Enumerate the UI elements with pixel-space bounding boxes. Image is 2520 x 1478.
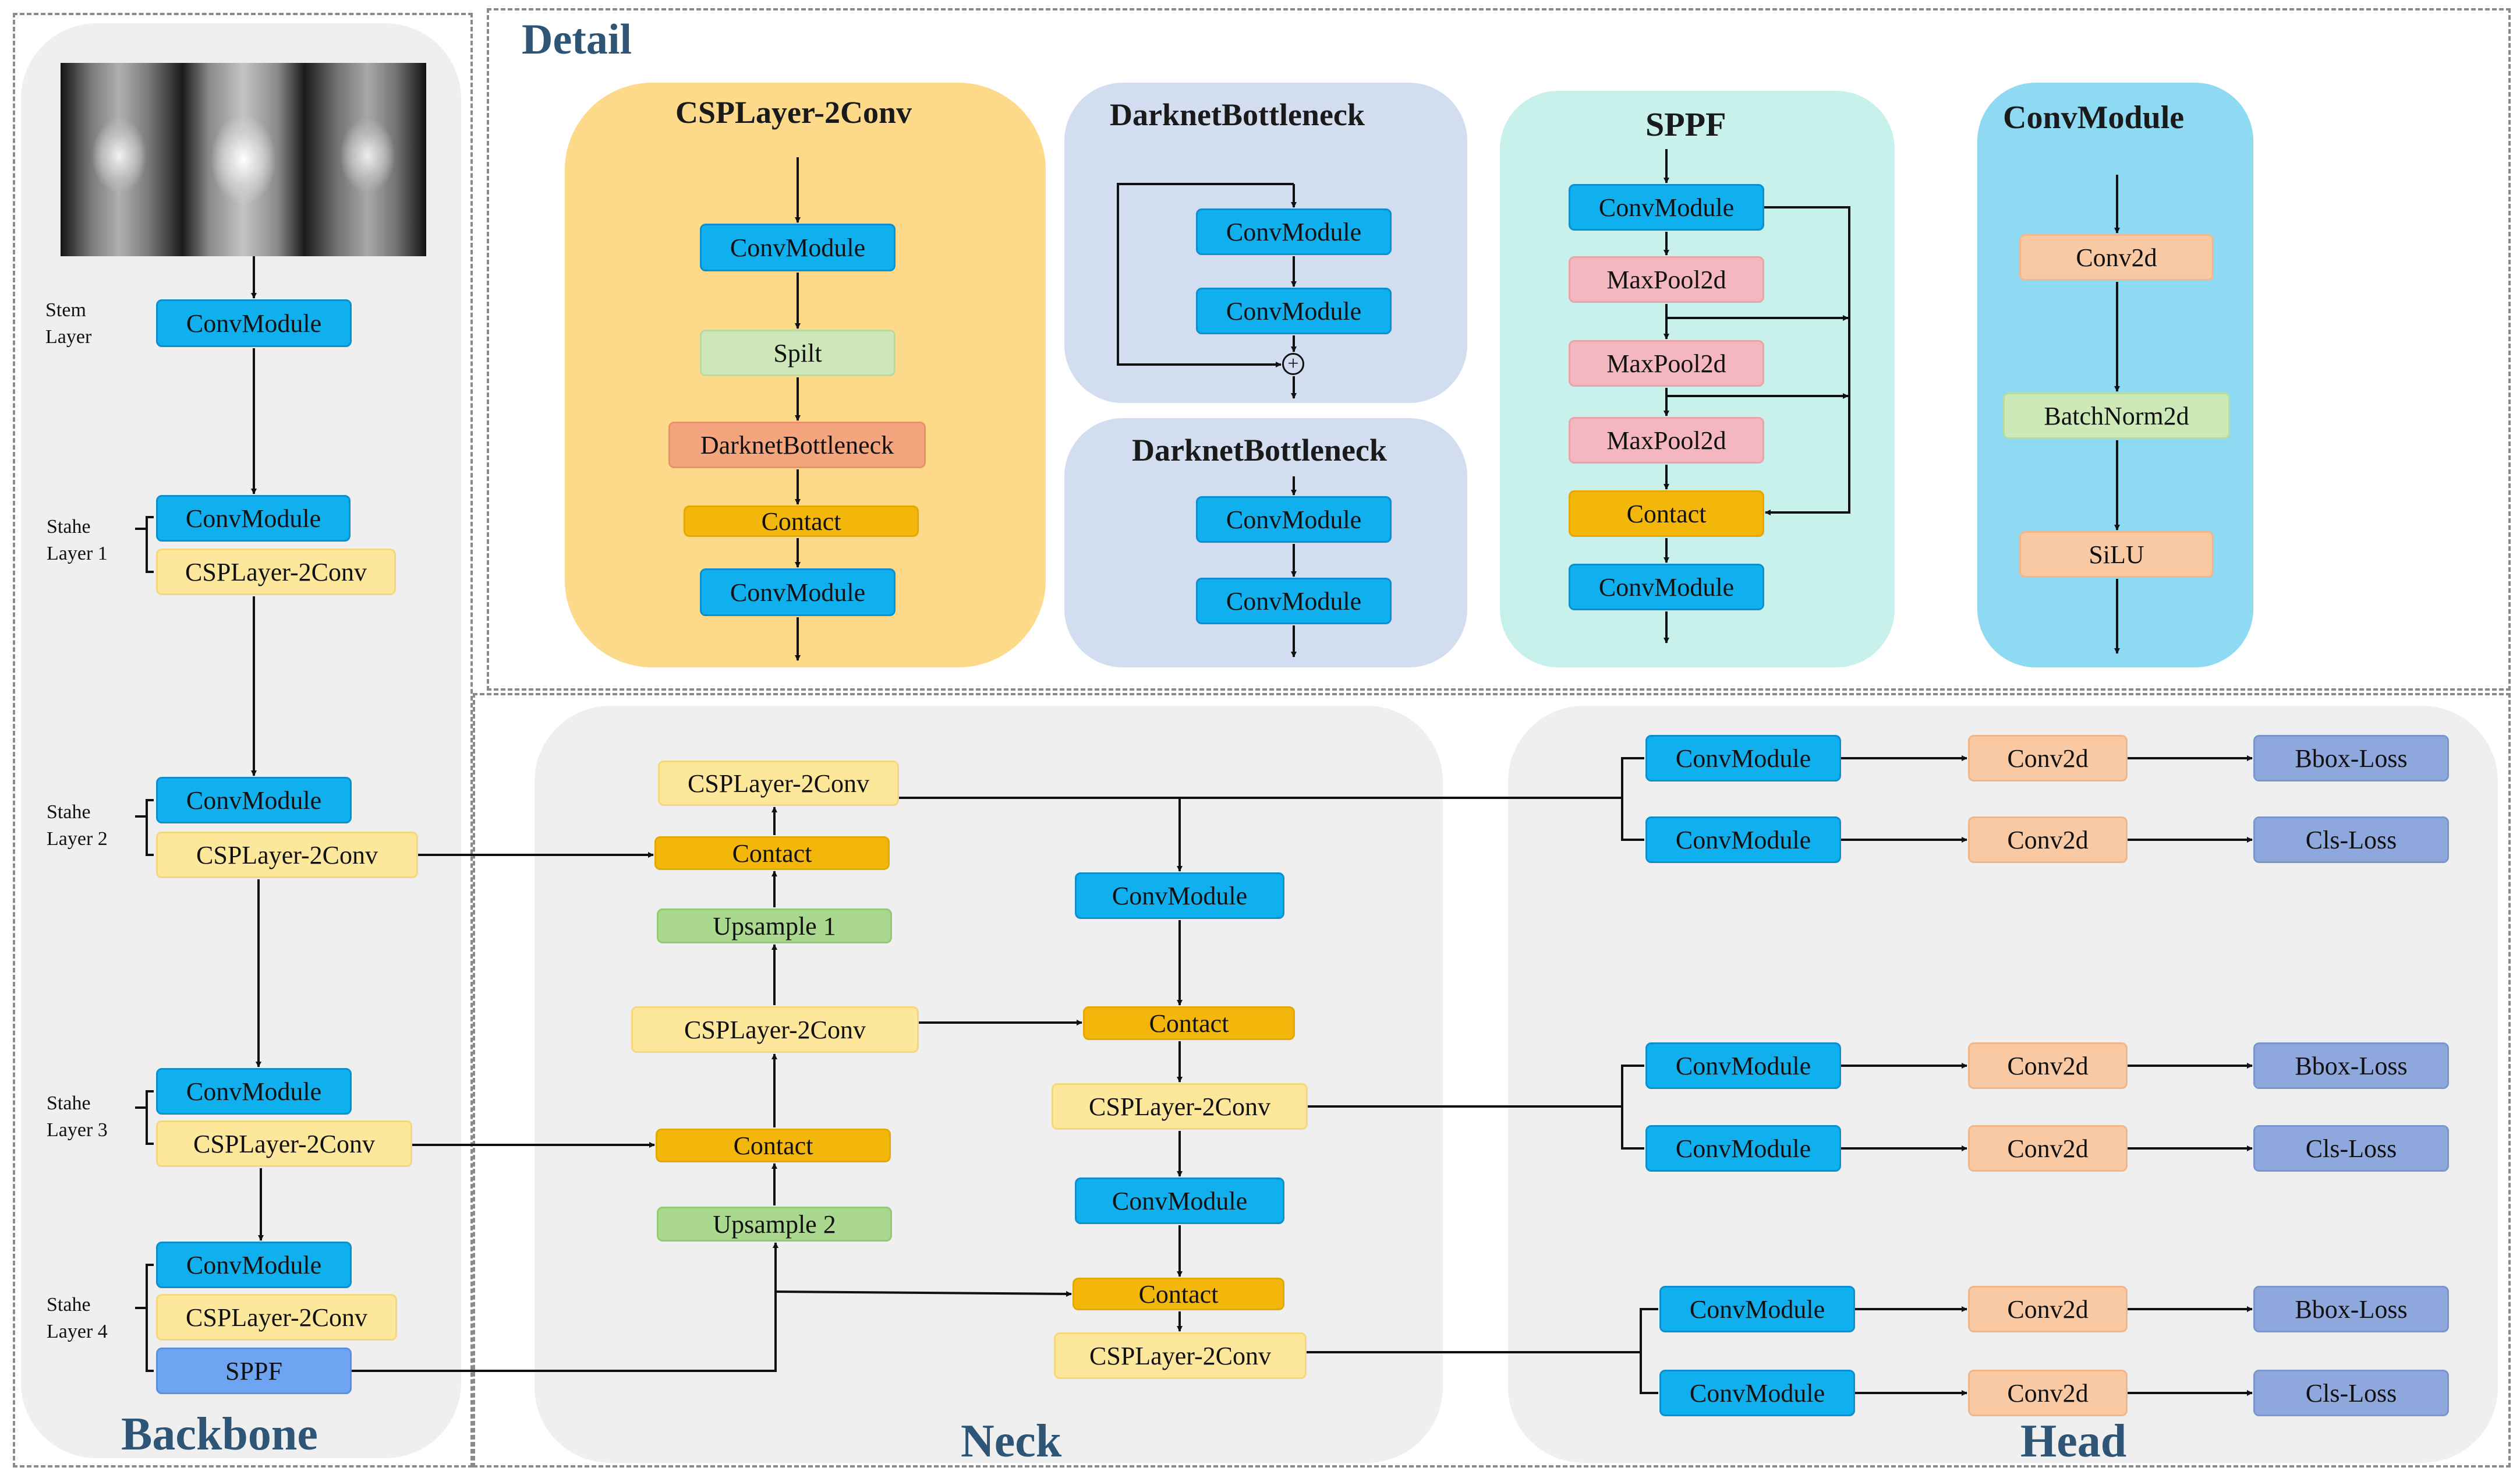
detail-frame	[487, 8, 2511, 691]
neck-csp-mid: CSPLayer-2Conv	[631, 1006, 919, 1053]
head-convmodule-6: ConvModule	[1659, 1370, 1855, 1416]
detail-title: Detail	[522, 16, 632, 63]
head-conv2d-1: Conv2d	[1968, 735, 2128, 782]
darknet1-add-symbol: +	[1282, 353, 1304, 375]
neck-contact-4: Contact	[1073, 1278, 1284, 1310]
neck-upsample-2: Upsample 2	[657, 1207, 892, 1242]
head-conv2d-4: Conv2d	[1968, 1125, 2128, 1172]
head-cls-loss-3: Cls-Loss	[2253, 1370, 2449, 1416]
convmodule-detail-batchnorm2d: BatchNorm2d	[2003, 393, 2230, 439]
backbone-title: Backbone	[121, 1409, 318, 1460]
stage1-csp: CSPLayer-2Conv	[156, 549, 396, 595]
neck-panel	[535, 706, 1443, 1463]
darknet2-convmodule-2: ConvModule	[1196, 578, 1392, 624]
neck-csp-2: CSPLayer-2Conv	[1052, 1083, 1308, 1130]
csp-detail-darknetbottleneck: DarknetBottleneck	[668, 422, 926, 468]
darknet1-convmodule-1: ConvModule	[1196, 208, 1392, 255]
neck-csp-top: CSPLayer-2Conv	[658, 761, 899, 806]
convmodule-detail-conv2d: Conv2d	[2019, 234, 2214, 281]
head-convmodule-4: ConvModule	[1645, 1125, 1841, 1172]
darknet-detail-card-2	[1064, 418, 1467, 667]
head-cls-loss-2: Cls-Loss	[2253, 1125, 2449, 1172]
stage1-convmodule: ConvModule	[156, 495, 351, 542]
head-convmodule-2: ConvModule	[1645, 816, 1841, 863]
darknet1-convmodule-2: ConvModule	[1196, 288, 1392, 334]
stage2-convmodule: ConvModule	[156, 777, 352, 823]
stage2-csp: CSPLayer-2Conv	[156, 832, 418, 878]
stage4-convmodule: ConvModule	[156, 1242, 352, 1288]
convmodule-detail-silu: SiLU	[2019, 531, 2214, 578]
lower-frame	[473, 693, 2511, 1468]
sppf-detail-maxpool-1: MaxPool2d	[1569, 256, 1764, 303]
stem-convmodule: ConvModule	[156, 299, 352, 347]
knee-xray-image	[61, 63, 426, 256]
csp-detail-title: CSPLayer-2Conv	[675, 95, 912, 130]
convmodule-detail-card	[1977, 83, 2253, 667]
head-bbox-loss-3: Bbox-Loss	[2253, 1286, 2449, 1332]
neck-contact-2: Contact	[656, 1129, 891, 1162]
stage3-convmodule: ConvModule	[156, 1068, 352, 1115]
csp-detail-convmodule-1: ConvModule	[700, 224, 896, 271]
neck-contact-1: Contact	[654, 836, 890, 870]
darknet-detail-title-2: DarknetBottleneck	[1132, 433, 1387, 468]
sppf-detail-title: SPPF	[1645, 105, 1726, 143]
darknet-detail-title-1: DarknetBottleneck	[1110, 97, 1365, 132]
head-convmodule-1: ConvModule	[1645, 735, 1841, 782]
sppf-detail-maxpool-2: MaxPool2d	[1569, 340, 1764, 387]
csp-detail-split: Spilt	[700, 330, 896, 376]
sppf-detail-maxpool-3: MaxPool2d	[1569, 417, 1764, 464]
head-bbox-loss-1: Bbox-Loss	[2253, 735, 2449, 782]
backbone-panel	[21, 23, 461, 1458]
sppf-detail-convmodule-1: ConvModule	[1569, 184, 1764, 231]
sppf-detail-contact: Contact	[1569, 490, 1764, 537]
sppf-detail-convmodule-2: ConvModule	[1569, 564, 1764, 610]
head-bbox-loss-2: Bbox-Loss	[2253, 1042, 2449, 1089]
backbone-frame	[13, 13, 473, 1468]
neck-csp-3: CSPLayer-2Conv	[1054, 1332, 1307, 1379]
darknet2-convmodule-1: ConvModule	[1196, 496, 1392, 543]
stage4-csp: CSPLayer-2Conv	[156, 1294, 397, 1341]
head-cls-loss-1: Cls-Loss	[2253, 816, 2449, 863]
head-title: Head	[2020, 1416, 2127, 1467]
csp-detail-contact: Contact	[684, 505, 919, 537]
head-conv2d-2: Conv2d	[1968, 816, 2128, 863]
neck-contact-3: Contact	[1083, 1006, 1295, 1040]
head-convmodule-5: ConvModule	[1659, 1286, 1855, 1332]
stage4-sppf: SPPF	[156, 1348, 352, 1394]
head-conv2d-6: Conv2d	[1968, 1370, 2128, 1416]
neck-convmodule-1: ConvModule	[1075, 872, 1284, 919]
csp-detail-convmodule-2: ConvModule	[700, 568, 896, 616]
neck-convmodule-2: ConvModule	[1075, 1178, 1284, 1224]
head-conv2d-3: Conv2d	[1968, 1042, 2128, 1089]
stage3-csp: CSPLayer-2Conv	[156, 1120, 412, 1167]
neck-upsample-1: Upsample 1	[657, 908, 892, 943]
head-conv2d-5: Conv2d	[1968, 1286, 2128, 1332]
neck-title: Neck	[961, 1416, 1062, 1467]
convmodule-detail-title: ConvModule	[2003, 100, 2185, 136]
head-convmodule-3: ConvModule	[1645, 1042, 1841, 1089]
